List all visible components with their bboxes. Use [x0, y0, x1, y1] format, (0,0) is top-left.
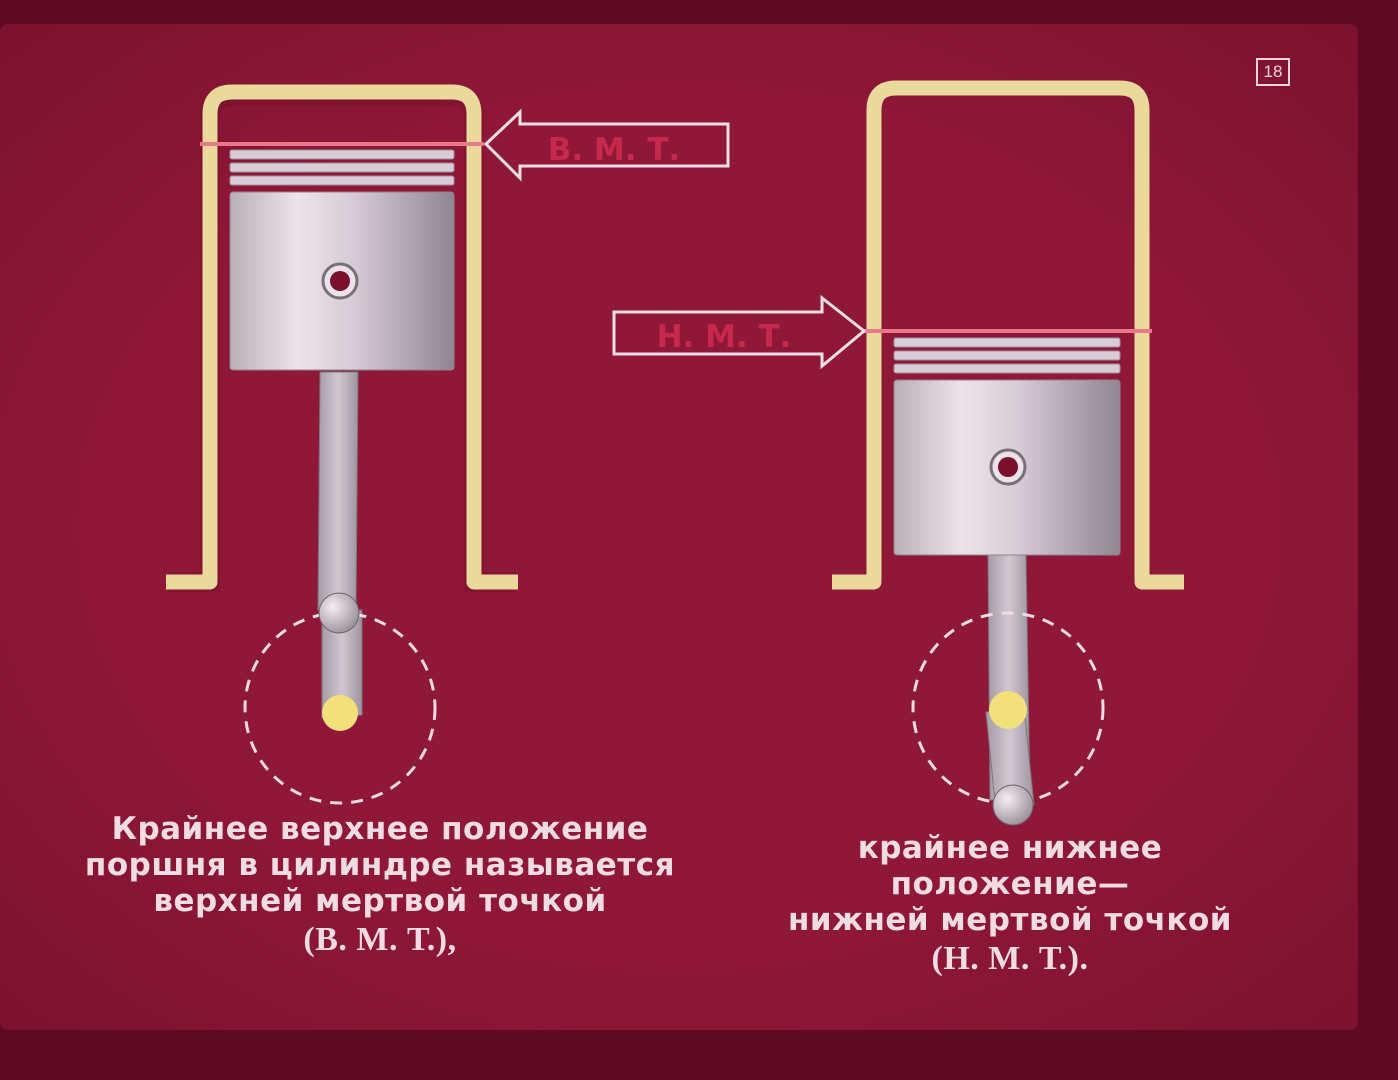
caption-bdc-line-3: нижней мертвой точкой — [787, 902, 1232, 938]
bdc-piston-pin-hole — [998, 457, 1018, 477]
bdc-rod-pin — [992, 784, 1034, 826]
tdc-connecting-rod — [317, 371, 359, 611]
caption-tdc-abbr: (В. М. Т.), — [303, 921, 457, 958]
tdc-crank-pin — [322, 695, 358, 731]
tdc-label-text: В. М. Т. — [548, 132, 681, 168]
bdc-arrow-label[interactable]: Н. М. Т. — [612, 294, 867, 370]
tdc-arrow-icon — [483, 108, 730, 182]
caption-tdc: Крайнее верхнее положение поршня в цилин… — [40, 811, 720, 961]
bdc-arrow-icon — [612, 294, 867, 370]
caption-bdc-line-1: крайнее нижнее — [857, 830, 1163, 866]
tdc-assembly — [166, 84, 518, 805]
bdc-crank-pin — [989, 691, 1027, 729]
bdc-label-text: Н. М. Т. — [657, 319, 792, 355]
bdc-cylinder-walls — [832, 80, 1184, 590]
slide-number-badge: 18 — [1256, 58, 1290, 86]
tdc-cylinder-walls — [166, 84, 518, 590]
caption-tdc-line-1: Крайнее верхнее положение — [111, 811, 649, 847]
caption-bdc: крайнее нижнее положение— нижней мертвой… — [740, 830, 1280, 980]
tdc-piston-pin-hole — [330, 271, 350, 291]
tdc-piston-rings — [229, 149, 455, 186]
tdc-rod-pin — [318, 592, 360, 634]
tdc-arrow-label[interactable]: В. М. Т. — [483, 108, 730, 182]
caption-bdc-line-2: положение— — [890, 866, 1130, 902]
bdc-assembly — [832, 80, 1184, 826]
caption-bdc-abbr: (Н. М. Т.). — [931, 940, 1089, 977]
caption-tdc-line-2: поршня в цилиндре называется — [84, 847, 676, 883]
bdc-piston-rings — [893, 337, 1121, 374]
caption-tdc-line-3: верхней мертвой точкой — [153, 883, 607, 919]
